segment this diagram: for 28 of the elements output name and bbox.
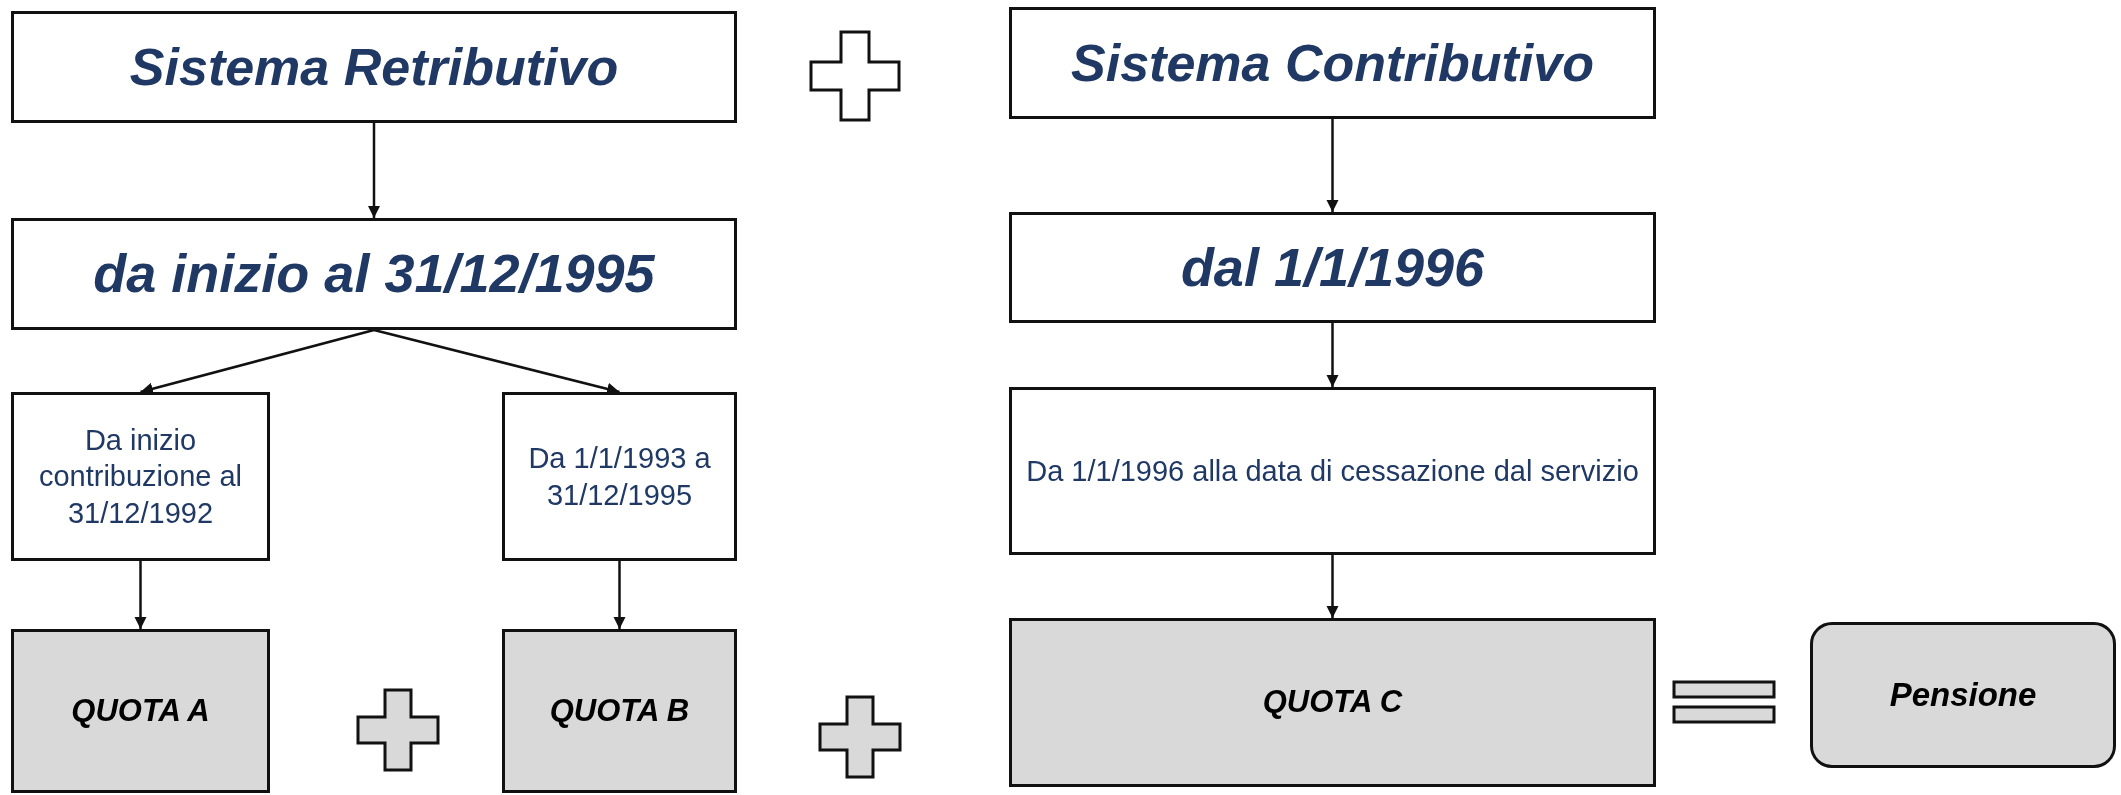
box-label: da inizio al 31/12/1995: [93, 242, 655, 306]
arrow: [134, 561, 147, 629]
box-label: Sistema Contributivo: [1071, 32, 1594, 94]
process-box: [11, 11, 737, 123]
arrow: [1326, 323, 1339, 387]
box-label: dal 1/1/1996: [1180, 235, 1485, 299]
arrow: [1326, 555, 1339, 618]
box-label: Pensione: [1889, 675, 2037, 716]
arrow: [1326, 119, 1339, 212]
box-label: Da 1/1/1993 a 31/12/1995: [527, 441, 712, 513]
process-box: [1009, 618, 1656, 787]
process-box: [1009, 387, 1656, 555]
process-box: [1009, 212, 1656, 323]
arrow: [367, 123, 381, 218]
process-box: [502, 392, 737, 561]
box-label: Da inizio contribuzione al 31/12/1992: [37, 423, 244, 531]
box-label: QUOTA B: [549, 691, 690, 730]
process-box: [11, 392, 270, 561]
box-label: Da 1/1/1996 alla data di cessazione dal servizio: [1026, 453, 1639, 489]
process-box: [11, 218, 737, 330]
result-box: [1810, 622, 2116, 768]
process-box: [502, 629, 737, 793]
box-label: Sistema Retributivo: [129, 36, 619, 98]
arrow: [613, 561, 626, 629]
process-box: [11, 629, 270, 793]
box-label: QUOTA A: [71, 691, 210, 730]
box-label: QUOTA C: [1262, 683, 1403, 722]
process-box: [1009, 7, 1656, 119]
